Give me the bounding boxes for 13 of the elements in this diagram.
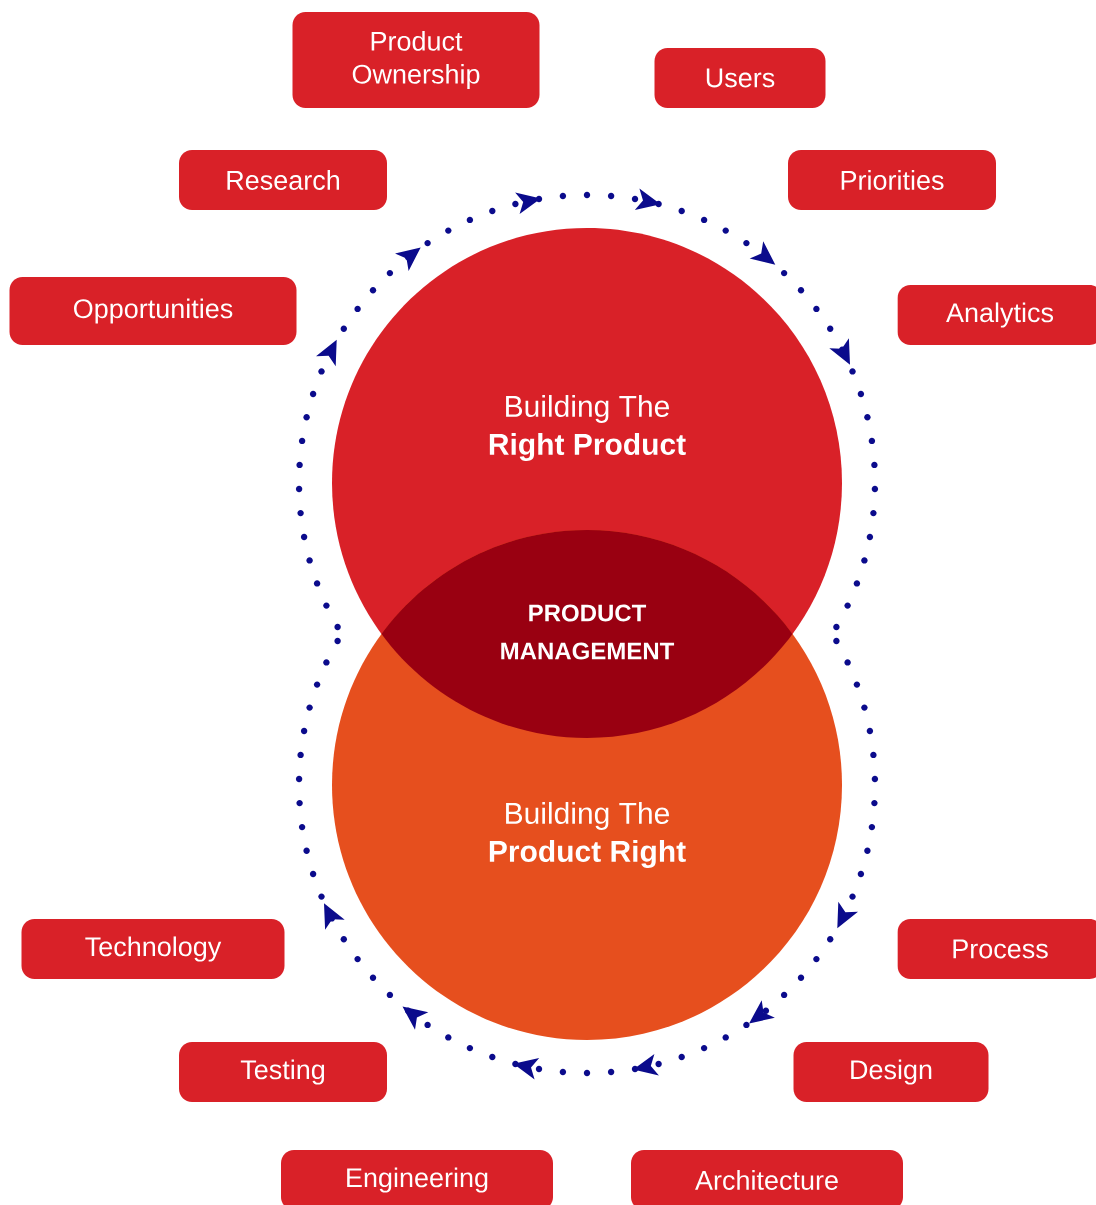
overlap-lens: PRODUCT MANAGEMENT xyxy=(501,604,675,660)
label-box: Analytics xyxy=(897,285,1096,345)
label-box: Architecture xyxy=(631,1150,903,1205)
label-box: Product Ownership xyxy=(292,12,540,108)
label-box: Testing xyxy=(179,1042,387,1102)
label-box: Priorities xyxy=(788,150,996,210)
label-box: Technology xyxy=(21,919,285,979)
label-box: Process xyxy=(897,919,1096,979)
label-box: Design xyxy=(793,1042,989,1102)
label-box: Research xyxy=(179,150,387,210)
label-box: Engineering xyxy=(281,1150,553,1205)
label-box: Users xyxy=(654,48,826,108)
label-box: Opportunities xyxy=(9,277,297,345)
